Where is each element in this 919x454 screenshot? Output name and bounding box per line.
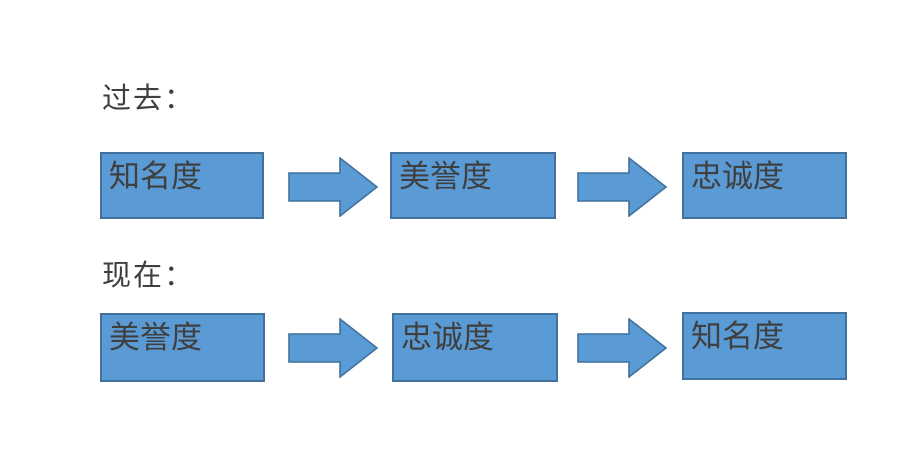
right-arrow-icon [577, 157, 667, 217]
right-arrow-icon [577, 318, 667, 378]
flow-box-past-awareness: 知名度 [100, 152, 264, 219]
right-arrow-shape [577, 318, 667, 378]
flow-box-past-reputation: 美誉度 [390, 152, 556, 219]
right-arrow-icon [288, 157, 378, 217]
right-arrow-shape [288, 318, 378, 378]
right-arrow-shape [577, 157, 667, 217]
right-arrow-icon [288, 318, 378, 378]
row-now-label: 现在： [102, 260, 196, 292]
row-past-label: 过去： [102, 83, 196, 115]
flow-box-now-reputation: 美誉度 [100, 313, 265, 382]
flow-box-past-loyalty: 忠诚度 [682, 152, 847, 219]
flow-box-now-loyalty: 忠诚度 [392, 313, 558, 382]
right-arrow-shape [288, 157, 378, 217]
flow-box-now-awareness: 知名度 [682, 312, 847, 380]
